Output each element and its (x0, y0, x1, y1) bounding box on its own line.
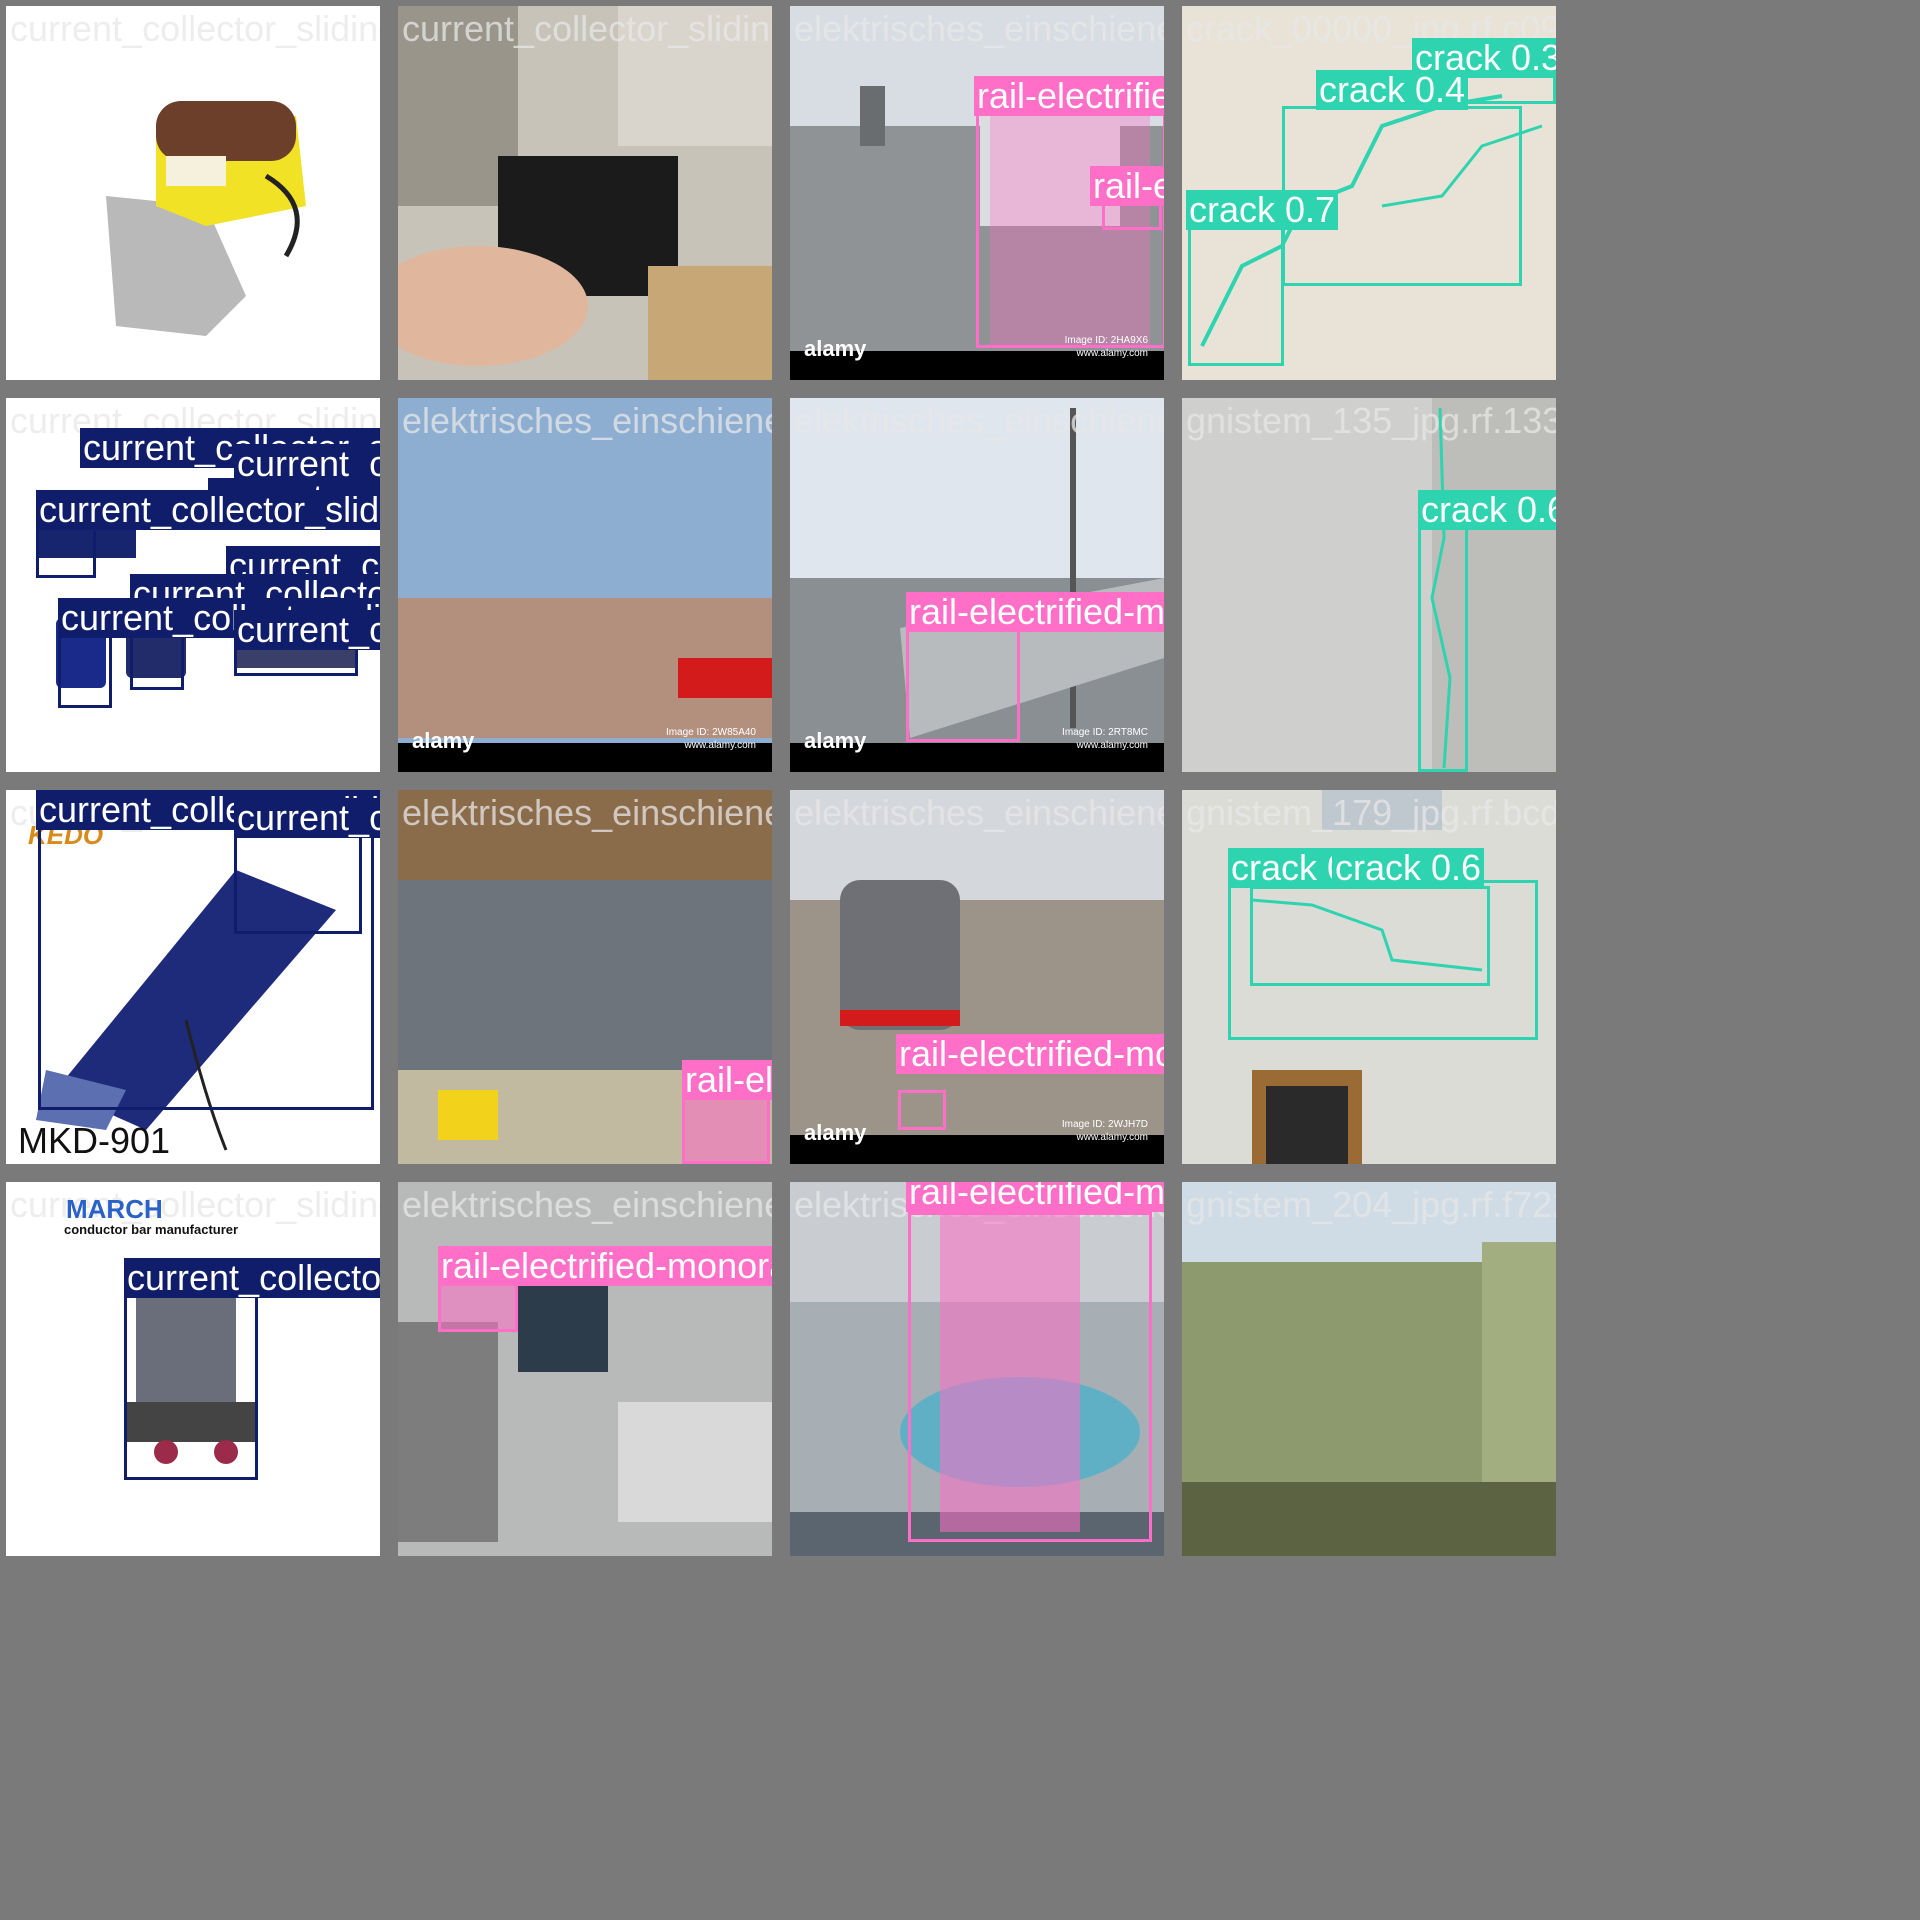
detection-box (908, 1212, 1152, 1542)
photo (790, 790, 1164, 1164)
product-image (6, 6, 380, 380)
photo (398, 6, 772, 380)
detection-box (898, 1090, 946, 1130)
photo (398, 398, 772, 772)
tile: current_collector_sliding_co (6, 6, 380, 380)
detection-box (1250, 886, 1490, 986)
tile: elektrisches_einschienenbahnsystem rail-… (398, 790, 772, 1164)
watermark: alamy (412, 728, 475, 753)
detection-label: current_collector_sliding_contact_collec… (124, 1258, 380, 1298)
tile: gnistem_179_jpg.rf.bcdca858 crack 0.4 cr… (1182, 790, 1556, 1164)
detection-label: rail-electrified-monorail-system 0.3 (906, 1182, 1164, 1212)
detection-label: crack 0.4 (1316, 70, 1469, 110)
detection-label: crack 0.6 (1418, 490, 1556, 530)
detection-box (234, 826, 362, 934)
detection-label: rail-electrified-monorail-system 0.4 (906, 592, 1164, 632)
product-caption: MKD-901 (18, 1120, 171, 1161)
watermark: alamy (804, 728, 867, 753)
product-image (6, 1182, 380, 1556)
photo (1182, 1182, 1556, 1556)
detection-box (124, 1284, 258, 1480)
tile: elektrisches_einschienenbahnsystem_03 ra… (790, 398, 1164, 772)
detection-label: current_collector_sliding_contact_collec… (36, 490, 380, 530)
segmentation-mask (440, 1286, 516, 1330)
photo (1182, 398, 1556, 772)
detection-label: rail-electrified-monorail-system 0.4 (974, 76, 1164, 116)
photo (398, 790, 772, 1164)
tile: current_collector_sliding_co current_col… (6, 398, 380, 772)
detection-label: crack 0.7 (1186, 190, 1339, 230)
watermark: alamy (804, 336, 867, 361)
detection-box (438, 1282, 518, 1332)
detection-label: rail-electrified-monorail-system 0.4 (682, 1060, 772, 1100)
tile: elektrisches_einschienenbahnsystem alamy… (398, 398, 772, 772)
detection-box (1418, 516, 1468, 772)
photo (398, 1182, 772, 1556)
tile: elektrisches_einschienenbahnsystem_05 ra… (790, 790, 1164, 1164)
photo (790, 398, 1164, 772)
tile: gnistem_204_jpg.rf.f722 (1182, 1182, 1556, 1556)
detection-label: current_collector_sliding_contact_collec… (234, 610, 380, 650)
segmentation-mask (940, 1212, 1080, 1532)
detection-label: crack 0.6 (1332, 848, 1485, 888)
detection-box (906, 628, 1020, 742)
tile: current_collector_sliding_co (398, 6, 772, 380)
detection-label: current_collector_sliding_contact_collec… (234, 444, 380, 484)
detection-label: crack 0.3 (1412, 38, 1556, 78)
product-image (6, 790, 380, 1164)
brand-tagline: conductor bar manufacturer (64, 1222, 239, 1237)
brand-logo: MARCH (66, 1194, 163, 1224)
detection-box (976, 112, 1164, 348)
segmentation-mask (684, 1100, 770, 1164)
tile: gnistem_135_jpg.rf.133a5b55 crack 0.6 (1182, 398, 1556, 772)
tile: elektrisches_einschienenbahnsystem rail-… (398, 1182, 772, 1556)
watermark: alamy (804, 1120, 867, 1145)
tile: current_collector_sliding_co MARCH condu… (6, 1182, 380, 1556)
tile: elektrisches_einschienenbahnsystem rail-… (790, 1182, 1164, 1556)
detection-box (1188, 216, 1284, 366)
detection-box (682, 1096, 770, 1164)
detection-label: rail-electrified-monorail-system 0.4 (1090, 166, 1164, 206)
detection-label: rail-electrified-monorail-system 0.5 (896, 1034, 1164, 1074)
tile: elektrisches_einschienenbahnsystem rail-… (790, 6, 1164, 380)
tile: current_collector_sliding_co KEDO curren… (6, 790, 380, 1164)
detection-label: rail-electrified-monorail-system 0.3 (438, 1246, 772, 1286)
detection-label: current_collector_sliding_contact_collec… (234, 798, 380, 838)
detection-box (1102, 202, 1162, 230)
tile: crack_00000_jpg.rf.c09 crack 0.3 crack 0… (1182, 6, 1556, 380)
segmentation-mask (990, 116, 1150, 346)
